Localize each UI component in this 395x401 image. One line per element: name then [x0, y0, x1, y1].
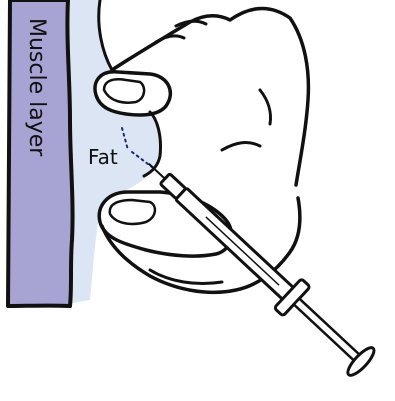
- syringe-plunger-rod: [294, 299, 359, 361]
- knuckle-crease-2: [176, 21, 206, 26]
- palm-crease-2: [260, 90, 271, 124]
- knuckle-crease-1: [156, 36, 184, 42]
- syringe: [135, 149, 379, 380]
- palm-crease: [222, 143, 260, 150]
- muscle-layer-label: Muscle layer: [24, 18, 49, 157]
- fat-label: Fat: [88, 145, 118, 169]
